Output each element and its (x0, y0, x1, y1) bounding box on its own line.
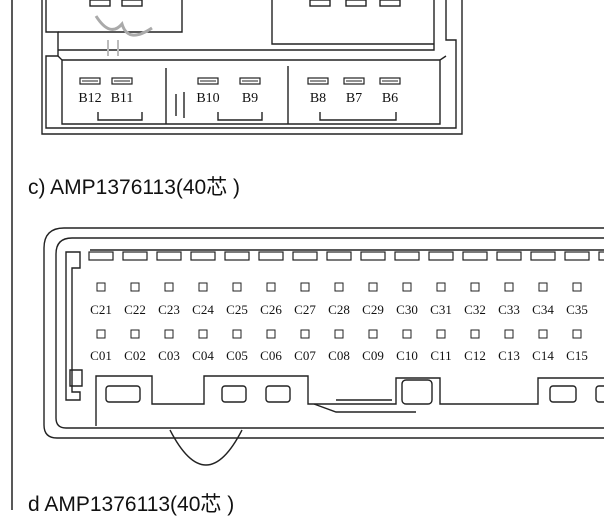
c-top-slot (394, 251, 420, 261)
c-pin-label: C11 (430, 348, 451, 363)
caption-d: d AMP1376113(40芯 ) (28, 493, 235, 516)
c-pin-label: C21 (90, 302, 112, 317)
c-pin-box (130, 282, 140, 292)
c-pin-label: C09 (362, 348, 384, 363)
c-pin-label: C24 (192, 302, 214, 317)
c-pin-label: C22 (124, 302, 146, 317)
c-pin-label: C27 (294, 302, 316, 317)
c-top-slot (156, 251, 182, 261)
c-pin-box (402, 329, 412, 339)
c-top-slot (190, 251, 216, 261)
b-pin-label: B11 (111, 91, 134, 106)
c-pin-box (266, 282, 276, 292)
c-pin-label: C02 (124, 348, 146, 363)
c-pin-box (96, 329, 106, 339)
c-top-slot (428, 251, 454, 261)
c-pin-label: C15 (566, 348, 588, 363)
c-pin-box (572, 329, 582, 339)
c-pin-box (198, 329, 208, 339)
c-pin-box (232, 329, 242, 339)
c-pin-box (470, 329, 480, 339)
c-top-slot (496, 251, 522, 261)
b-pin-slot (79, 77, 101, 85)
c-top-slot (598, 251, 604, 261)
b-pin-slot (343, 77, 365, 85)
c-pin-label: C10 (396, 348, 418, 363)
c-pin-label: C06 (260, 348, 282, 363)
c-pin-box (402, 282, 412, 292)
c-pin-box (96, 282, 106, 292)
c-pin-label: C32 (464, 302, 486, 317)
c-top-slot (258, 251, 284, 261)
c-pin-box (198, 282, 208, 292)
c-pin-box (436, 282, 446, 292)
c-pin-label: C25 (226, 302, 248, 317)
c-pin-label: C35 (566, 302, 588, 317)
c-top-slot (360, 251, 386, 261)
c-pin-box (436, 329, 446, 339)
c-pin-label: C33 (498, 302, 520, 317)
c-pin-label: C31 (430, 302, 452, 317)
b-pin-label: B6 (382, 91, 398, 106)
c-top-slot (462, 251, 488, 261)
b-pin-label: B9 (242, 91, 258, 106)
c-pin-label: C04 (192, 348, 214, 363)
c-pin-box (334, 329, 344, 339)
c-top-slot (88, 251, 114, 261)
b-pin-label: B10 (196, 91, 219, 106)
c-pin-box (368, 282, 378, 292)
c-pin-label: C03 (158, 348, 180, 363)
c-pin-label: C01 (90, 348, 112, 363)
c-pin-label: C28 (328, 302, 350, 317)
c-pin-label: C05 (226, 348, 248, 363)
c-pin-label: C26 (260, 302, 282, 317)
c-pin-label: C14 (532, 348, 554, 363)
c-pin-box (164, 282, 174, 292)
c-pin-box (368, 329, 378, 339)
c-pin-box (470, 282, 480, 292)
c-pin-box (130, 329, 140, 339)
c-pin-label: C23 (158, 302, 180, 317)
c-top-slot (326, 251, 352, 261)
b-pin-label: B12 (78, 91, 101, 106)
c-pin-box (266, 329, 276, 339)
c-pin-box (504, 282, 514, 292)
c-pin-box (538, 329, 548, 339)
b-pin-slot (197, 77, 219, 85)
b-pin-label: B8 (310, 91, 326, 106)
c-pin-box (164, 329, 174, 339)
c-pin-label: C29 (362, 302, 384, 317)
b-connector-housing (41, 0, 463, 135)
c-pin-box (334, 282, 344, 292)
c-pin-label: C30 (396, 302, 418, 317)
c-pin-box (232, 282, 242, 292)
c-pin-label: C08 (328, 348, 350, 363)
c-connector-housing (43, 227, 604, 466)
c-top-slot (530, 251, 556, 261)
b-pin-slot (239, 77, 261, 85)
c-pin-box (538, 282, 548, 292)
c-pin-box (572, 282, 582, 292)
c-top-slot (122, 251, 148, 261)
c-pin-label: C34 (532, 302, 554, 317)
c-top-slot (292, 251, 318, 261)
b-pin-slot (307, 77, 329, 85)
b-pin-label: B7 (346, 91, 362, 106)
c-pin-label: C13 (498, 348, 520, 363)
c-pin-label: C07 (294, 348, 316, 363)
c-pin-box (300, 329, 310, 339)
c-top-slot (564, 251, 590, 261)
b-pin-slot (379, 77, 401, 85)
caption-c: c) AMP1376113(40芯 ) (28, 176, 241, 199)
c-pin-label: C12 (464, 348, 486, 363)
b-pin-slot (111, 77, 133, 85)
c-pin-box (300, 282, 310, 292)
c-top-slot (224, 251, 250, 261)
c-pin-box (504, 329, 514, 339)
